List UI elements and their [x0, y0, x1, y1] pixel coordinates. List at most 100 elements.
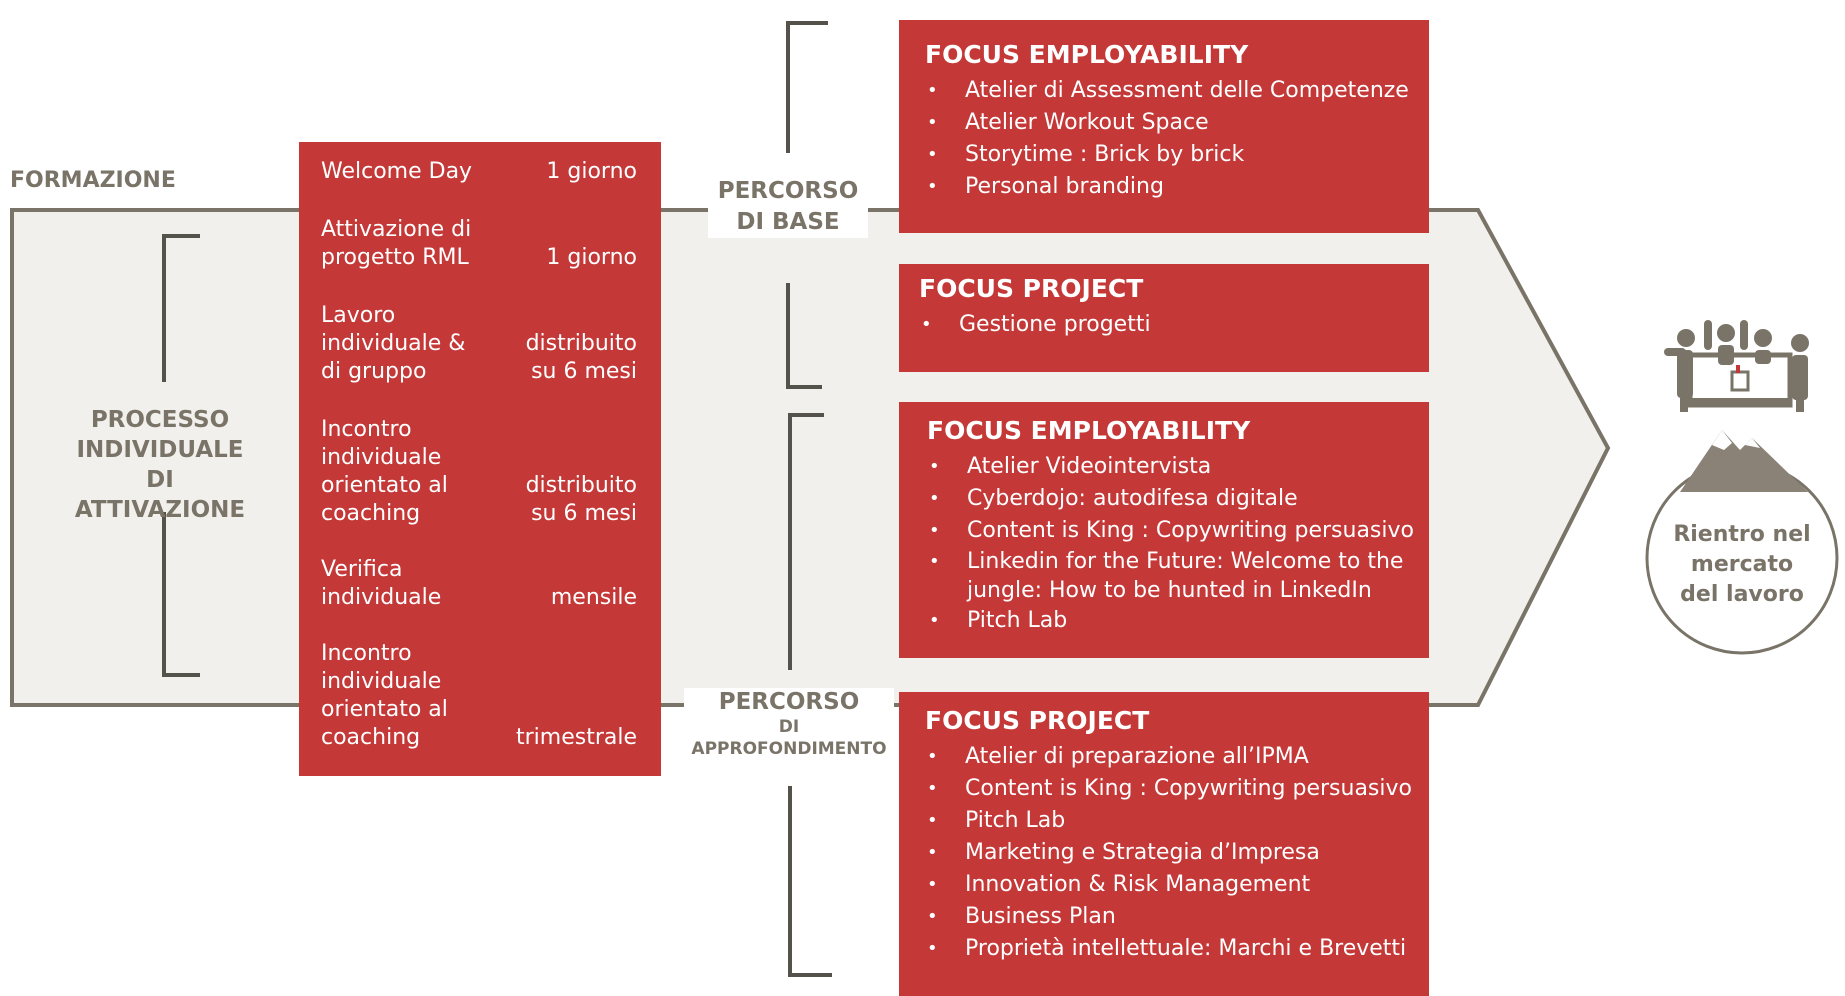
- list-item-text: Atelier di preparazione all’IPMA: [965, 744, 1309, 769]
- list-item-text: Business Plan: [965, 904, 1116, 929]
- list-item: • Gestione progetti: [919, 309, 1429, 341]
- activation-row: Incontro individuale orientato al coachi…: [321, 640, 637, 752]
- percorso-base-label: PERCORSO DI BASE: [708, 176, 868, 238]
- processo-label-line: DI ATTIVAZIONE: [74, 467, 246, 523]
- percorso-approfondimento-bracket-top: [788, 413, 824, 670]
- list-item: • Atelier Videointervista: [927, 451, 1419, 483]
- box-list: • Gestione progetti: [919, 309, 1429, 341]
- list-item: • Business Plan: [925, 901, 1429, 933]
- box-list: • Atelier Videointervista • Cyberdojo: aut…: [927, 451, 1419, 637]
- activation-label: Verifica individuale: [321, 557, 442, 610]
- bullet-icon: •: [929, 488, 940, 509]
- bullet-icon: •: [927, 144, 938, 165]
- box-title: FOCUS PROJECT: [925, 706, 1150, 735]
- list-item-text: Pitch Lab: [965, 808, 1066, 833]
- rientro-label-line: mercato: [1690, 552, 1794, 577]
- list-item-text: Atelier Videointervista: [967, 454, 1212, 479]
- percorso-approfondimento-label-line: APPROFONDIMENTO: [691, 739, 887, 759]
- processo-label-line: PROCESSO: [90, 407, 230, 433]
- activation-value: distribuito su 6 mesi: [525, 331, 637, 384]
- list-item: • Atelier di preparazione all’IPMA: [925, 741, 1429, 773]
- box-title: FOCUS EMPLOYABILITY: [925, 40, 1249, 69]
- activation-row: Attivazione di progetto RML 1 giorno: [321, 216, 637, 272]
- bullet-icon: •: [927, 112, 938, 133]
- box-title: FOCUS PROJECT: [919, 274, 1144, 303]
- rientro-label: Rientro nel mercato del lavoro: [1662, 520, 1822, 610]
- list-item-text: Atelier Workout Space: [965, 110, 1209, 135]
- bullet-icon: •: [927, 778, 938, 799]
- bullet-icon: •: [927, 80, 938, 101]
- activation-label: Welcome Day: [321, 159, 473, 184]
- focus-employability-base-box: FOCUS EMPLOYABILITY • Atelier di Assessme…: [899, 20, 1429, 233]
- focus-project-approfondimento-box: FOCUS PROJECT • Atelier di preparazione a…: [899, 692, 1429, 996]
- bullet-icon: •: [927, 176, 938, 197]
- list-item: • Pitch Lab: [927, 605, 1419, 637]
- percorso-approfondimento-bracket-bottom: [788, 786, 832, 977]
- activation-label: Attivazione di progetto RML: [321, 217, 472, 270]
- list-item: • Marketing e Strategia d’Impresa: [925, 837, 1429, 869]
- mountain-icon: [1680, 430, 1808, 492]
- bullet-icon: •: [929, 551, 940, 572]
- focus-employability-approfondimento-box: FOCUS EMPLOYABILITY • Atelier Videointerv…: [899, 402, 1429, 658]
- activation-row: Lavoro individuale & di gruppo distribui…: [321, 302, 637, 386]
- focus-project-base-box: FOCUS PROJECT • Gestione progetti: [899, 264, 1429, 372]
- box-list: •Atelier di Assessment delle Competenze …: [925, 75, 1429, 203]
- list-item: •Pitch Lab: [925, 805, 1429, 837]
- bullet-icon: •: [927, 746, 938, 767]
- list-item-text: Atelier di Assessment delle Competenze: [965, 78, 1409, 103]
- box-list: • Atelier di preparazione all’IPMA • Conte…: [925, 741, 1429, 965]
- activation-value: distribuito su 6 mesi: [525, 473, 637, 526]
- processo-label: PROCESSO INDIVIDUALE DI ATTIVAZIONE: [60, 405, 260, 525]
- bullet-icon: •: [929, 520, 940, 541]
- list-item: • Personal branding: [925, 171, 1429, 203]
- bullet-icon: •: [921, 314, 932, 335]
- activation-value: 1 giorno: [546, 245, 637, 270]
- list-item-text: Proprietà intellettuale: Marchi e Brevet…: [965, 936, 1407, 961]
- bullet-icon: •: [927, 874, 938, 895]
- activation-value: 1 giorno: [546, 159, 637, 184]
- list-item: • Linkedin for the Future: Welcome to the…: [927, 547, 1419, 605]
- list-item-text: Content is King : Copywriting persuasivo: [965, 776, 1412, 801]
- list-item: • Content is King : Copywriting persuasiv…: [927, 515, 1419, 547]
- bullet-icon: •: [929, 610, 940, 631]
- activation-box: Welcome Day 1 giorno Attivazione di prog…: [299, 142, 661, 776]
- list-item-text: Innovation & Risk Management: [965, 872, 1311, 897]
- percorso-base-label-line: DI BASE: [736, 209, 840, 235]
- activation-label: Incontro individuale orientato al coachi…: [321, 417, 448, 526]
- box-title: FOCUS EMPLOYABILITY: [927, 416, 1251, 445]
- list-item-text: Personal branding: [965, 174, 1164, 199]
- percorso-approfondimento-label-line: DI: [778, 717, 800, 737]
- list-item-text: Storytime : Brick by brick: [965, 142, 1245, 167]
- activation-label: Incontro individuale orientato al coachi…: [321, 641, 448, 750]
- bullet-icon: •: [927, 938, 938, 959]
- percorso-base-bracket-bottom: [786, 283, 822, 389]
- list-item-text: Content is King : Copywriting persuasivo: [967, 518, 1414, 543]
- formazione-label: FORMAZIONE: [10, 168, 176, 193]
- list-item-text: Marketing e Strategia d’Impresa: [965, 840, 1320, 865]
- list-item-text: Cyberdojo: autodifesa digitale: [967, 486, 1298, 511]
- activation-row: Verifica individuale mensile: [321, 556, 637, 612]
- activation-row: Welcome Day 1 giorno: [321, 158, 637, 186]
- bullet-icon: •: [929, 456, 940, 477]
- list-item: • Cyberdojo: autodifesa digitale: [927, 483, 1419, 515]
- processo-bracket: [162, 234, 200, 382]
- bullet-icon: •: [927, 842, 938, 863]
- list-item: • Atelier di Assessment delle Competenze: [925, 75, 1429, 107]
- activation-label: Lavoro individuale & di gruppo: [321, 303, 466, 384]
- list-item-text: Linkedin for the Future: Welcome to the …: [967, 549, 1404, 603]
- activation-row: Incontro individuale orientato al coachi…: [321, 416, 637, 528]
- list-item: • Storytime : Brick by brick: [925, 139, 1429, 171]
- list-item-text: Pitch Lab: [967, 608, 1068, 633]
- percorso-base-bracket-top: [786, 21, 828, 153]
- processo-label-line: INDIVIDUALE: [76, 437, 244, 463]
- list-item: • Atelier Workout Space: [925, 107, 1429, 139]
- bullet-icon: •: [927, 906, 938, 927]
- list-item: • Content is King : Copywriting persuasiv…: [925, 773, 1429, 805]
- percorso-approfondimento-label-line: PERCORSO: [718, 689, 860, 715]
- rientro-label-line: Rientro nel: [1673, 522, 1811, 547]
- people-around-table-icon: [1664, 320, 1809, 412]
- list-item: • Innovation & Risk Management: [925, 869, 1429, 901]
- activation-value: trimestrale: [515, 725, 637, 750]
- activation-value: mensile: [550, 585, 637, 610]
- list-item-text: Gestione progetti: [959, 312, 1151, 337]
